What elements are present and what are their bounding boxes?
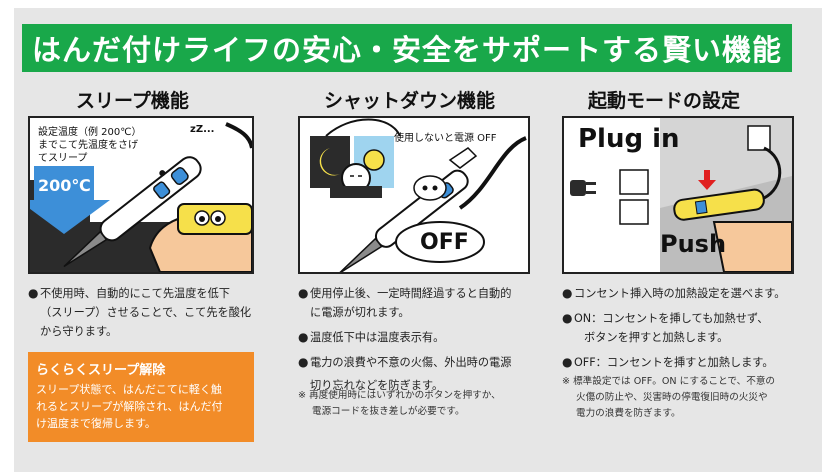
startup-bullet-3: OFF：コンセントを挿すと加熱します。 (574, 356, 774, 369)
startup-panel: Plug in Push (562, 116, 794, 274)
shutdown-bullet-2: 温度低下中は温度表示有。 (310, 331, 445, 344)
push-label: Push (660, 230, 727, 258)
startup-illustration (570, 118, 792, 272)
sleep-panel: 設定温度（例 200℃） までこて先温度をさげ てスリープ zZ... 200℃ (28, 116, 254, 274)
sleep-title: スリープ機能 (76, 90, 189, 112)
shutdown-title: シャットダウン機能 (324, 90, 496, 112)
shutdown-bullet-1a: 使用停止後、一定時間経過すると自動的 (310, 287, 512, 300)
startup-note-1: ※ 標準設定では OFF。ON にすることで、不意の (562, 376, 776, 387)
feature-banner: はんだ付けライフの安心・安全をサポートする賢い機能 (22, 24, 792, 72)
shutdown-bullet-3a: 電力の浪費や不意の火傷、外出時の電源 (310, 356, 512, 369)
sleep-panel-text-2: までこて先温度をさげ (38, 140, 138, 151)
startup-bullet-2b: ボタンを押すと加熱します。 (584, 331, 729, 344)
banner-title: はんだ付けライフの安心・安全をサポートする賢い機能 (31, 33, 782, 67)
sleep-bullet-1a: 不使用時、自動的にこて先温度を低下 (40, 287, 230, 300)
startup-title: 起動モードの設定 (588, 90, 741, 112)
shutdown-panel-text: 使用しないと電源 OFF (394, 133, 497, 144)
shutdown-bullet-1b: に電源が切れます。 (310, 306, 410, 319)
shutdown-panel: 使用しないと電源 OFF OFF (298, 116, 530, 274)
shutdown-note-2: 電源コードを抜き差しが必要です。 (312, 406, 465, 417)
startup-note-3: 電力の浪費を防ぎます。 (576, 408, 681, 419)
startup-note-2: 火傷の防止や、災害時の停電復旧時の火災や (576, 392, 768, 403)
easy-wake-box: らくらくスリープ解除 スリープ状態で、はんだこてに軽く触 れるとスリープが解除さ… (28, 352, 254, 442)
zzz-label: zZ... (190, 124, 215, 135)
shutdown-note-1: ※ 再度使用時にはいずれかのボタンを押すか、 (298, 390, 501, 401)
shutdown-illustration (310, 118, 527, 272)
easy-wake-title: らくらくスリープ解除 (36, 363, 166, 378)
easy-wake-line-2: れるとスリープが解除され、はんだ付 (36, 400, 223, 413)
startup-bullet-2a: ON：コンセントを挿しても加熱せず、 (574, 312, 769, 325)
startup-note: ※ 標準設定では OFF。ON にすることで、不意の 火傷の防止や、災害時の停電… (562, 374, 812, 422)
temp-badge: 200℃ (38, 176, 91, 195)
sleep-bullets: ●不使用時、自動的にこて先温度を低下 （スリープ）させることで、こて先を酸化 か… (28, 284, 258, 341)
startup-bullet-1: コンセント挿入時の加熱設定を選べます。 (574, 287, 786, 300)
shutdown-bullets: ●使用停止後、一定時間経過すると自動的 に電源が切れます。 ●温度低下中は温度表… (298, 284, 548, 395)
off-label: OFF (420, 230, 469, 255)
startup-bullets: ●コンセント挿入時の加熱設定を選べます。 ●ON：コンセントを挿しても加熱せず、… (562, 284, 812, 372)
sleep-bullet-1b: （スリープ）させることで、こて先を酸化 (40, 306, 252, 319)
easy-wake-line-3: け温度まで復帰します。 (36, 417, 156, 430)
sleep-bullet-1c: から守ります。 (40, 325, 118, 338)
sleep-illustration (30, 122, 252, 272)
shutdown-note: ※ 再度使用時にはいずれかのボタンを押すか、 電源コードを抜き差しが必要です。 (298, 388, 548, 420)
easy-wake-line-1: スリープ状態で、はんだこてに軽く触 (36, 383, 222, 396)
shutdown-bullet-3b: 切り忘れなどを防ぎます。 (310, 379, 444, 392)
sleep-panel-text-1: 設定温度（例 200℃） (38, 127, 142, 138)
sleep-panel-text-3: てスリープ (38, 153, 88, 164)
plug-in-label: Plug in (578, 124, 680, 154)
